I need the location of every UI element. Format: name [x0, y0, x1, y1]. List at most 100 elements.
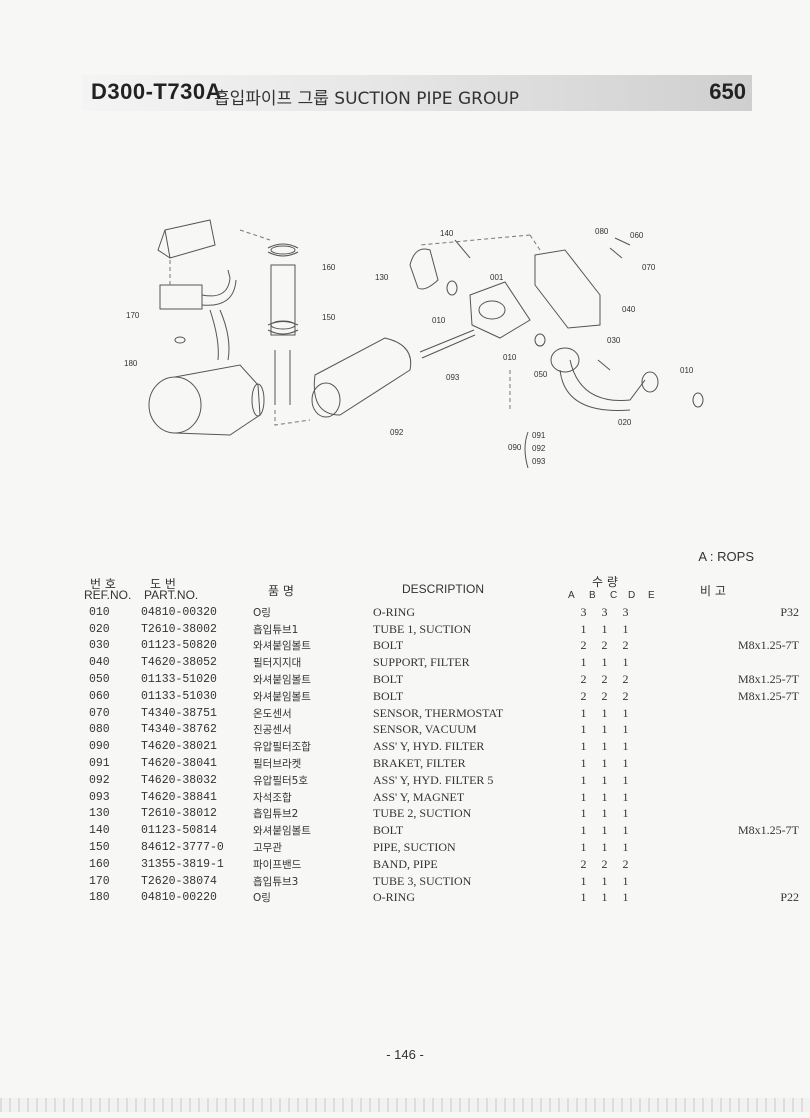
callout-130: 130: [375, 273, 389, 282]
korean-name-cell: 진공센서: [253, 724, 292, 737]
description-cell: TUBE 2, SUCTION: [373, 806, 472, 821]
description-cell: BOLT: [373, 672, 404, 687]
header-qty-b: B: [589, 590, 596, 601]
o-ring: [446, 280, 458, 296]
pipe-band-top: [267, 243, 299, 257]
part-no-cell: T4620-38021: [141, 740, 217, 754]
qty-e-cell: [657, 772, 678, 789]
header-remarks-ko: 비 고: [700, 584, 726, 598]
section-title: 흡입파이프 그룹 SUCTION PIPE GROUP: [214, 89, 520, 109]
tube-3: [201, 269, 237, 306]
part-no-cell: 01133-51030: [141, 689, 217, 703]
qty-a-cell: 1: [580, 840, 587, 855]
header-ref-en: REF.NO.: [84, 588, 132, 602]
part-no-cell: T4620-38032: [141, 773, 217, 787]
description-cell: PIPE, SUCTION: [373, 840, 456, 855]
qty-e-cell: [657, 604, 678, 621]
qty-a-cell: 1: [580, 789, 587, 804]
qty-d-cell: [636, 890, 657, 907]
qty-b-cell: 3: [601, 604, 608, 619]
callout-050: 050: [534, 370, 548, 379]
qty-a-cell: 2: [580, 688, 587, 703]
part-no-cell: 01123-50820: [141, 639, 217, 653]
korean-name-cell: O링: [253, 892, 271, 905]
qty-d-cell: [636, 722, 657, 739]
korean-name-cell: 흡입튜브1: [253, 623, 299, 636]
callout-070: 070: [642, 263, 656, 272]
korean-name-cell: 필터브라켓: [253, 758, 302, 771]
description-cell: SUPPORT, FILTER: [373, 655, 470, 670]
ref-no-cell: 170: [89, 874, 110, 888]
remarks-cell: [678, 722, 799, 739]
qty-d-cell: [636, 638, 657, 655]
description-cell: O-RING: [373, 604, 415, 619]
qty-b-cell: 1: [601, 873, 608, 888]
pipe-band-bottom: [267, 321, 299, 335]
part-no-cell: 04810-00320: [141, 605, 217, 619]
qty-c-cell: 2: [622, 856, 629, 871]
qty-d-cell: [636, 705, 657, 722]
part-no-cell: 31355-3819-1: [141, 857, 224, 871]
korean-name-cell: 온도센서: [253, 707, 292, 720]
header-qty-a: A: [568, 590, 575, 601]
qty-e-cell: [657, 873, 678, 890]
remarks-cell: [678, 856, 799, 873]
korean-name-cell: 고무관: [253, 842, 282, 855]
remarks-cell: [678, 738, 799, 755]
callout-010: 010: [432, 316, 446, 325]
callout-060: 060: [630, 231, 644, 240]
pump-body: [148, 376, 202, 434]
remarks-cell: M8x1.25-7T: [738, 672, 799, 687]
qty-c-cell: 1: [622, 873, 629, 888]
qty-a-cell: 1: [580, 756, 587, 771]
callout-091: 091: [532, 431, 546, 440]
qty-d-cell: [636, 688, 657, 705]
ref-no-cell: 093: [89, 790, 110, 804]
ref-no-cell: 140: [89, 824, 110, 838]
qty-a-cell: 1: [580, 806, 587, 821]
header-qty-d: D: [628, 590, 636, 601]
header-part-en: PART.NO.: [144, 588, 199, 602]
remarks-cell: M8x1.25-7T: [738, 688, 799, 703]
section-code: 650: [709, 79, 746, 104]
callout-040: 040: [622, 305, 636, 314]
callout-180: 180: [124, 359, 138, 368]
description-cell: O-RING: [373, 890, 415, 905]
qty-d-cell: [636, 654, 657, 671]
qty-e-cell: [657, 806, 678, 823]
qty-c-cell: 1: [622, 789, 629, 804]
header-qty-c: C: [610, 590, 618, 601]
qty-c-cell: 2: [622, 672, 629, 687]
qty-a-cell: 1: [580, 873, 587, 888]
qty-d-cell: [636, 755, 657, 772]
o-ring: [692, 392, 704, 408]
tube-1: [559, 359, 646, 411]
korean-name-cell: 와셔붙임볼트: [253, 825, 311, 838]
qty-b-cell: 2: [601, 672, 608, 687]
qty-a-cell: 1: [580, 823, 587, 838]
callout-030: 030: [607, 336, 621, 345]
qty-d-cell: [636, 671, 657, 688]
description-cell: ASS' Y, HYD. FILTER 5: [373, 772, 494, 787]
qty-a-cell: 2: [580, 638, 587, 653]
korean-name-cell: 와셔붙임볼트: [253, 674, 311, 687]
remarks-cell: [678, 654, 799, 671]
qty-b-cell: 1: [601, 789, 608, 804]
part-no-cell: 84612-3777-0: [141, 841, 224, 855]
qty-a-cell: 3: [580, 604, 587, 619]
korean-name-cell: 유압필터5호: [253, 774, 308, 787]
ref-no-cell: 080: [89, 723, 110, 737]
qty-c-cell: 3: [622, 604, 629, 619]
ref-no-cell: 020: [89, 622, 110, 636]
qty-d-cell: [636, 621, 657, 638]
magnet-rod: [419, 329, 476, 359]
qty-c-cell: 1: [622, 621, 629, 636]
